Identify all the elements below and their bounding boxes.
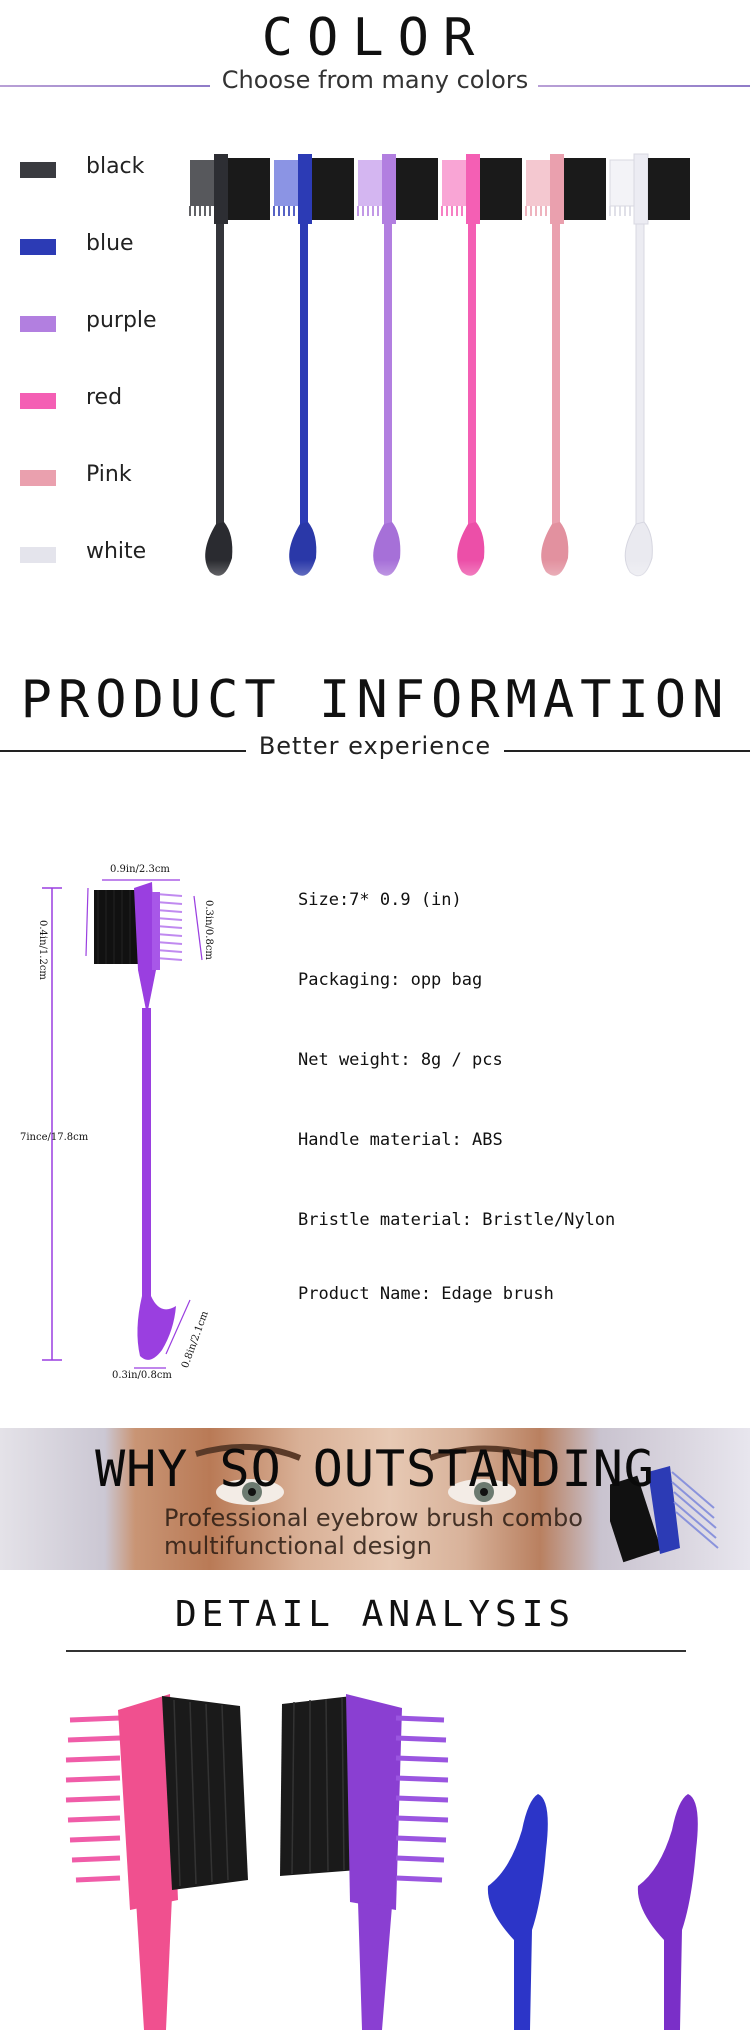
color-option-black[interactable]: black: [20, 152, 180, 192]
color-swatch: [20, 470, 56, 486]
detail-purple-brush-tip: [637, 1794, 698, 2030]
brush-head: [134, 882, 156, 970]
brush-white: [609, 153, 690, 577]
detail-blue-brush-tip: [487, 1794, 548, 2030]
color-option-purple[interactable]: purple: [20, 306, 180, 346]
brush-color-lineup: [180, 153, 720, 620]
brush-handle: [142, 1008, 151, 1298]
color-section-title: COLOR: [261, 8, 489, 68]
banner-brush-image: [610, 1466, 719, 1563]
color-swatch: [20, 316, 56, 332]
product-info-title: PRODUCT INFORMATION: [20, 670, 730, 730]
brush-pink: [525, 154, 606, 576]
brush-red: [441, 154, 522, 576]
color-label: Pink: [86, 462, 132, 487]
divider-right: [538, 85, 750, 87]
divider-left: [0, 85, 210, 87]
brush-purple: [357, 154, 438, 576]
banner-subtitle-line1: Professional eyebrow brush combo: [164, 1504, 583, 1532]
color-option-pink[interactable]: Pink: [20, 460, 180, 500]
color-swatch: [20, 393, 56, 409]
color-label: red: [86, 385, 123, 410]
brush-blue: [273, 154, 354, 576]
dim-tip-width: 0.3in/0.8cm: [112, 1370, 172, 1381]
bristle-block: [94, 890, 138, 964]
color-option-white[interactable]: white: [20, 537, 180, 577]
dim-total-length: 7ince/17.8cm: [20, 1132, 89, 1143]
color-swatch: [20, 239, 56, 255]
floor-reflection: [180, 560, 720, 620]
dim-comb-height: 0.3in/0.8cm: [203, 900, 214, 960]
color-swatch: [20, 547, 56, 563]
info-packaging: Packaging: opp bag: [298, 970, 483, 990]
banner-title: WHY SO OUTSTANDING: [95, 1440, 655, 1498]
color-section-subtitle: Choose from many colors: [221, 66, 529, 94]
info-net-weight: Net weight: 8g / pcs: [298, 1050, 503, 1070]
info-product-name: Product Name: Edage brush: [298, 1284, 554, 1304]
info-size: Size:7* 0.9 (in): [298, 890, 462, 910]
color-swatch: [20, 162, 56, 178]
info-bristle-material: Bristle material: Bristle/Nylon: [298, 1210, 616, 1230]
color-section-subtitle-row: Choose from many colors: [0, 66, 750, 106]
face-illustration: [195, 1443, 537, 1505]
brush-tip: [137, 1296, 176, 1360]
product-info-subtitle-row: Better experience: [0, 732, 750, 772]
color-label: white: [86, 539, 147, 564]
color-label: black: [86, 154, 145, 179]
banner-subtitle-line2: multifunctional design: [164, 1532, 432, 1560]
detail-pink-brush-head: [65, 1694, 248, 2030]
dim-bristle-height: 0.4in/1.2cm: [37, 920, 48, 980]
banner-background: [0, 1428, 750, 1570]
color-label: blue: [86, 231, 134, 256]
color-option-red[interactable]: red: [20, 383, 180, 423]
divider-right: [504, 750, 750, 752]
color-option-blue[interactable]: blue: [20, 229, 180, 269]
detail-purple-brush-head: [280, 1694, 449, 2030]
divider-left: [0, 750, 246, 752]
product-info-subtitle: Better experience: [258, 732, 492, 760]
info-handle-material: Handle material: ABS: [298, 1130, 503, 1150]
brush-black: [189, 154, 270, 576]
detail-analysis-title: DETAIL ANALYSIS: [174, 1594, 576, 1635]
comb-teeth: [155, 893, 183, 961]
color-label: purple: [86, 308, 157, 333]
product-dimension-diagram: [42, 879, 203, 1369]
dim-top-width: 0.9in/2.3cm: [110, 864, 170, 875]
detail-divider: [66, 1650, 686, 1652]
